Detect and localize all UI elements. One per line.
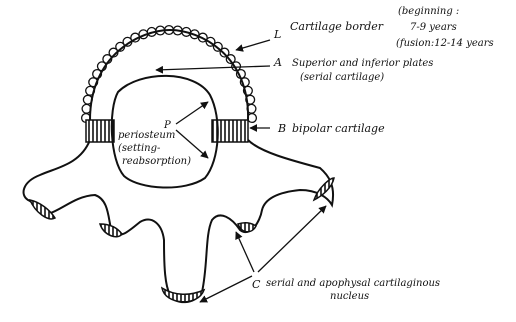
label-fusion: (fusion:12-14 years	[396, 38, 494, 49]
label-B: B	[277, 122, 286, 135]
label-serial-line2: nucleus	[330, 291, 369, 302]
bipolar-cartilage-left	[86, 120, 114, 142]
label-periosteum-line1: periosteum	[118, 130, 175, 141]
label-periosteum-line2: (setting-	[118, 143, 161, 154]
label-L: L	[273, 28, 281, 41]
label-plates-line1: Superior and inferior plates	[292, 58, 433, 69]
label-cartilage-border: Cartilage border	[290, 20, 384, 33]
arrow-C-mid	[236, 232, 254, 272]
cartilage-border-beads	[82, 26, 257, 123]
label-periosteum-line3: reabsorption)	[122, 156, 191, 167]
arrow-L	[236, 40, 270, 50]
label-beginning-years: 7-9 years	[410, 22, 457, 33]
arrow-A	[156, 66, 270, 70]
label-C: C	[252, 278, 261, 291]
label-plates-line2: (serial cartilage)	[300, 72, 384, 83]
arrow-P-down	[176, 130, 208, 158]
label-bipolar: bipolar cartilage	[292, 122, 385, 135]
arrow-P-up	[176, 102, 208, 124]
label-serial-line1: serial and apophysal cartilaginous	[266, 278, 440, 289]
label-A: A	[273, 56, 282, 69]
apophysal-nucleus-left	[30, 200, 55, 219]
label-beginning: (beginning :	[398, 6, 459, 17]
arrow-C-right	[258, 206, 326, 272]
arrow-C-bottom	[200, 276, 252, 302]
apophysal-nucleus-lower-left	[100, 224, 122, 237]
